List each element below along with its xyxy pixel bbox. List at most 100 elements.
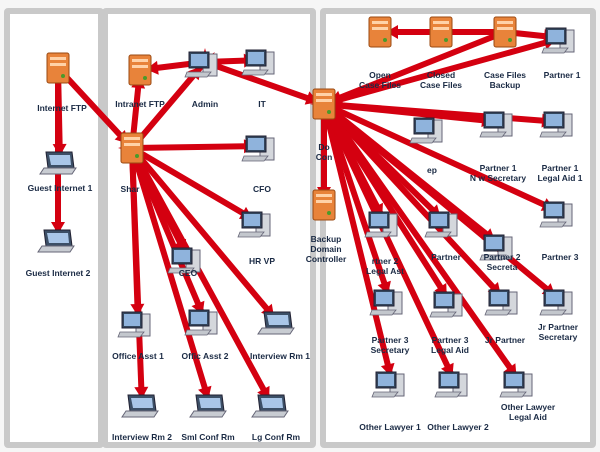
label-partner-2: Partner [431,252,461,262]
link-domain-controller-to-partner-1 [321,35,565,107]
label-line: Partner 3 [541,252,579,262]
workstation-icon[interactable] [499,371,533,398]
server-icon[interactable] [46,52,70,84]
workstation-icon[interactable] [184,51,218,78]
workstation-icon[interactable] [184,309,218,336]
label-line: CFO [253,184,271,194]
link-share-to-sml-conf-rm [129,145,213,408]
label-line: CEO [178,268,198,278]
workstation-icon[interactable] [484,289,518,316]
workstation-icon[interactable] [429,291,463,318]
label-line: Case Files [483,70,527,80]
server-icon[interactable] [429,16,453,48]
workstation-icon[interactable] [424,211,458,238]
label-guest-internet-1: Guest Internet 1 [28,183,93,193]
label-partner-1: Partner 1 [544,70,581,80]
label-line: Secretary [370,345,410,355]
workstation-icon[interactable] [539,289,573,316]
workstation-icon[interactable] [167,247,201,274]
label-interview-rm-2: Interview Rm 2 [112,432,172,442]
label-office-asst-1: Office Asst 1 [112,351,164,361]
label-line: N w Secretary [469,173,527,183]
label-line: Partner 1 [541,163,579,173]
label-line: Legal Aid [431,345,469,355]
workstation-icon[interactable] [364,211,398,238]
arrowhead [51,222,65,234]
server-icon[interactable] [312,189,336,221]
laptop-icon[interactable] [37,229,75,253]
label-line: Partner [431,252,461,262]
label-jr-partner: Jr Partner [485,335,525,345]
label-line: Secretary [538,332,578,342]
workstation-icon[interactable] [117,311,151,338]
workstation-icon[interactable] [434,371,468,398]
link-admin-to-domain-controller [202,59,327,107]
label-guest-internet-2: Guest Internet 2 [26,268,91,278]
label-partner-1-rep: ep [427,165,437,175]
workstation-icon[interactable] [539,111,573,138]
label-line: Other Lawyer 1 [359,422,421,432]
label-line: Guest Internet 2 [25,268,91,278]
label-line: Con [315,152,333,162]
link-internet-ftp-to-share [55,65,135,151]
workstation-icon[interactable] [369,289,403,316]
workstation-icon[interactable] [479,111,513,138]
server-icon[interactable] [128,54,152,86]
server-icon[interactable] [493,16,517,48]
workstation-icon[interactable] [371,371,405,398]
laptop-icon[interactable] [39,151,77,175]
label-line: ep [427,165,437,175]
label-other-lawyer-2: Other Lawyer 2 [427,422,488,432]
label-line: Partner 2 [483,252,521,262]
server-icon[interactable] [120,132,144,164]
laptop-icon[interactable] [257,311,295,335]
server-icon[interactable] [312,88,336,120]
workstation-icon[interactable] [539,201,573,228]
label-line: Open [369,70,391,80]
laptop-icon[interactable] [121,394,159,418]
label-sml-conf-rm: Sml Conf Rm [181,432,234,442]
link-domain-controller-to-other-lawyer-legal-aid [321,101,523,385]
workstation-icon[interactable] [241,49,275,76]
label-cfo: CFO [253,184,271,194]
label-hr-vp: HR VP [249,256,275,266]
server-icon[interactable] [368,16,392,48]
label-line: Interview Rm 1 [250,351,310,361]
link-domain-controller-to-partner-1-legal-aid-1 [321,101,563,125]
laptop-icon[interactable] [251,394,289,418]
link-share-to-interview-rm-1 [129,145,281,325]
label-office-asst-2: Offic Asst 2 [182,351,229,361]
label-other-lawyer-1: Other Lawyer 1 [359,422,420,432]
label-line: Interview Rm 2 [112,432,172,442]
workstation-icon[interactable] [409,117,443,144]
workstation-icon[interactable] [241,135,275,162]
label-line: Partner 3 [431,335,469,345]
workstation-icon[interactable] [237,211,271,238]
label-line: Shar [120,184,140,194]
label-line: Intranet FTP [115,99,165,109]
laptop-icon[interactable] [189,394,227,418]
workstation-icon[interactable] [541,27,575,54]
label-line: Controller [305,254,347,264]
link-share-to-cfo [129,143,265,151]
link-domain-controller-to-jr-partner-secretary [321,101,563,303]
link-domain-controller-to-other-lawyer-1 [321,101,395,385]
link-domain-controller-to-partner-2 [321,101,448,225]
label-line: Closed [426,70,456,80]
label-internet-ftp: Internet FTP [37,103,87,113]
link-share-to-office-asst-2 [129,145,208,323]
label-line: Jr Partner [537,322,579,332]
label-line: Jr Partner [484,335,526,345]
workstation-icon[interactable] [479,234,513,261]
label-line: Legal Ast [366,266,404,276]
